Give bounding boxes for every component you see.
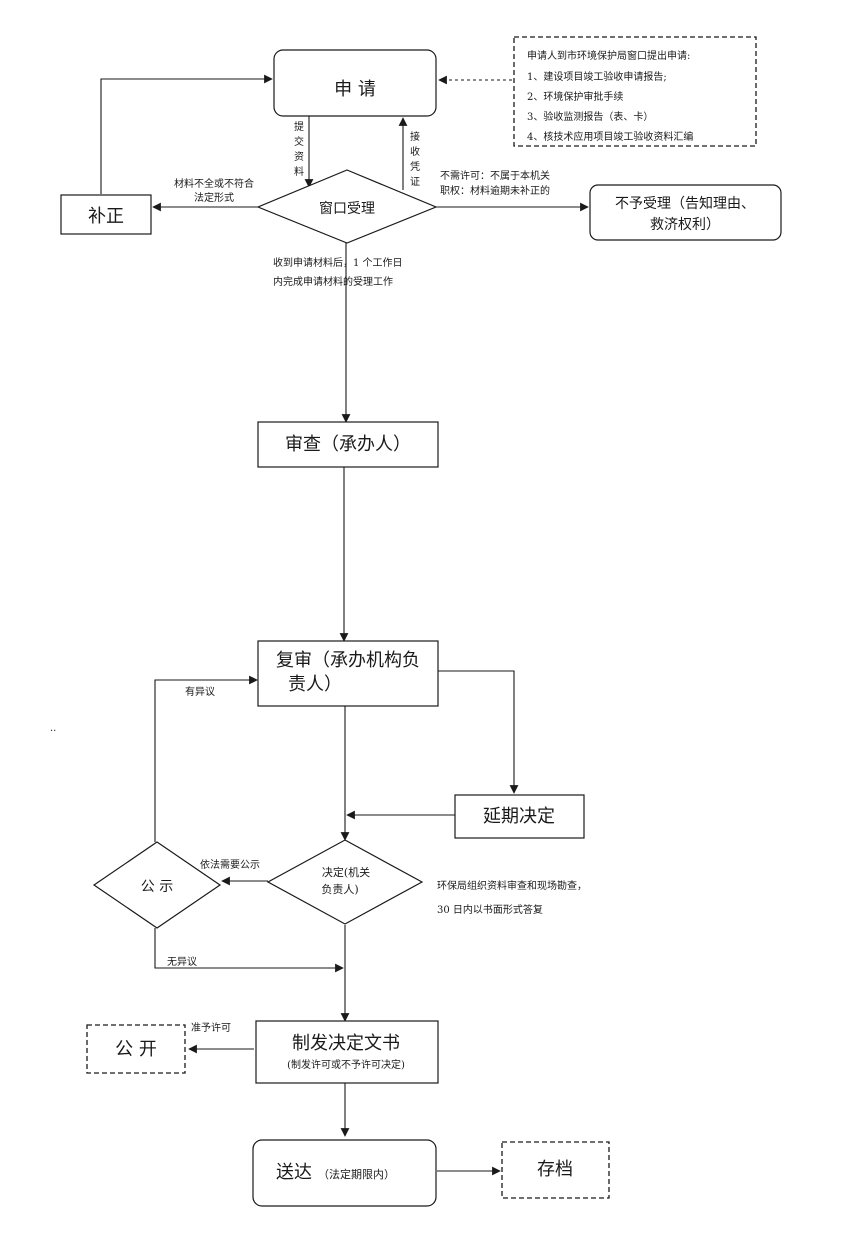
note-line: 申请人到市环境保护局窗口提出申请:	[527, 49, 690, 62]
one-day-label: 内完成申请材料的受理工作	[273, 275, 393, 288]
reject-label: 不予受理（告知理由、	[615, 195, 755, 212]
disclose-node	[86, 1024, 186, 1074]
correct-node	[60, 194, 152, 235]
review-node	[257, 421, 439, 468]
need-public-label: 依法需要公示	[200, 858, 260, 871]
requirements-note	[513, 36, 757, 147]
no-objection-label: 无异议	[167, 956, 197, 968]
approve-label: 准予许可	[191, 1022, 231, 1034]
recheck-label: 责人）	[288, 674, 342, 695]
submit-label: 交	[294, 135, 304, 148]
deliver-label: 送达	[276, 1162, 312, 1183]
reject-node	[589, 184, 782, 241]
recheck-label: 复审（承办机构负	[276, 650, 420, 671]
submit-label: 料	[294, 165, 304, 178]
inspect-label: 30 日内以书面形式答复	[437, 903, 543, 916]
note-line: 4、核技术应用项目竣工验收资料汇编	[527, 130, 693, 143]
incomplete-label: 法定形式	[194, 191, 234, 204]
receipt-label: 接	[410, 130, 420, 143]
recheck-node	[257, 640, 439, 707]
deliver-sub-label: （法定期限内）	[318, 1167, 395, 1181]
review-label: 审查（承办人）	[285, 434, 411, 455]
deliver-node	[252, 1139, 437, 1207]
apply-label: 申 请	[334, 79, 376, 100]
not-required-label: 职权：材料逾期未补正的	[440, 184, 550, 197]
no-objection-arrow	[154, 928, 344, 973]
decision-node	[266, 839, 424, 925]
receipt-label: 收	[410, 145, 420, 158]
receipt-label: 证	[410, 176, 420, 188]
note-line: 2、环境保护审批手续	[527, 90, 623, 103]
stray-dots: ..	[50, 723, 56, 734]
archive-label: 存档	[537, 1159, 573, 1180]
apply-node	[273, 49, 437, 117]
incomplete-label: 材料不全或不符合	[174, 177, 254, 190]
disclose-label: 公 开	[115, 1039, 157, 1060]
submit-label: 提	[294, 121, 304, 133]
issue-sub-label: (制发许可或不予许可决定)	[287, 1058, 405, 1071]
window-node	[256, 169, 438, 244]
submit-label: 资	[294, 151, 304, 163]
not-required-label: 不需许可：不属于本机关	[440, 169, 550, 182]
correct-to-apply-arrow	[100, 74, 273, 194]
reject-label: 救济权利）	[650, 217, 720, 233]
delay-node	[454, 794, 585, 839]
delay-label: 延期决定	[483, 806, 555, 827]
objection-label: 有异议	[185, 685, 215, 698]
publicity-node	[92, 841, 222, 929]
issue-label: 制发决定文书	[292, 1033, 400, 1054]
receipt-label: 凭	[410, 160, 420, 173]
to-delay-arrow	[437, 670, 519, 794]
decision-label: 负责人)	[321, 882, 358, 896]
archive-node	[501, 1141, 610, 1199]
note-line: 1、建设项目竣工验收申请报告;	[527, 70, 667, 83]
inspect-label: 环保局组织资料审查和现场勘查，	[437, 879, 587, 892]
note-line: 3、验收监测报告（表、卡）	[527, 110, 653, 123]
issue-node	[255, 1020, 439, 1084]
correct-label: 补正	[88, 206, 124, 227]
window-label: 窗口受理	[319, 200, 375, 217]
one-day-label: 收到申请材料后，1 个工作日	[273, 256, 403, 269]
publicity-label: 公 示	[141, 879, 173, 895]
objection-arrow	[154, 675, 258, 842]
decision-label: 决定(机关	[322, 865, 370, 879]
